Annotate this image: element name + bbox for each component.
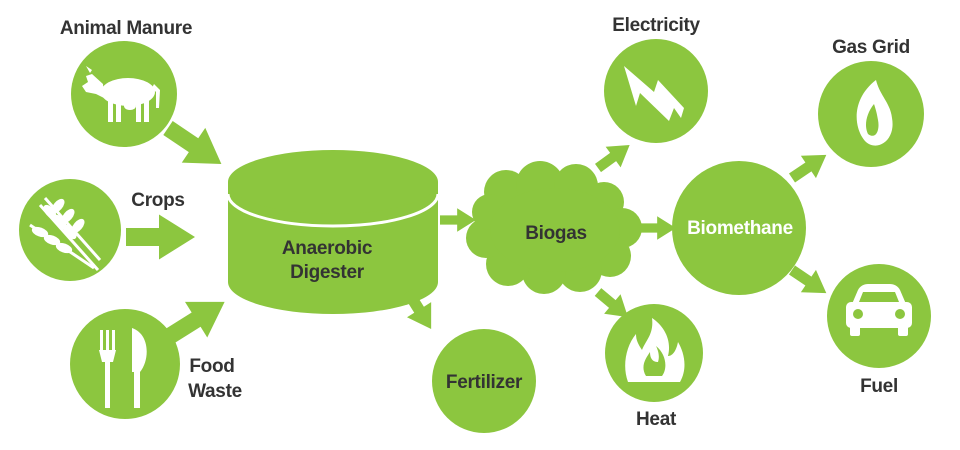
fertilizer-node [432,329,536,433]
fertilizer-label: Fertilizer [446,372,523,393]
electricity-label: Electricity [612,15,700,36]
biomethane-label: Biomethane [687,218,793,239]
electricity-node [604,39,708,143]
crops-label: Crops [131,190,184,211]
biogas-label: Biogas [525,223,587,244]
wheat-icon [29,197,102,271]
fork-knife-icon [99,328,147,408]
anaerobic-digester-node [226,150,440,314]
heat-label: Heat [636,409,677,430]
digester-label-line2: Digester [290,262,365,283]
digester-label-line1: Anaerobic [282,238,373,259]
lightning-bolt-icon [624,66,684,121]
gas-grid-node [818,61,924,167]
flame-icon [625,318,685,382]
food-waste-label-line1: Food [189,356,234,377]
fuel-node [827,264,931,368]
biomethane-to-gas-grid-arrow [784,143,834,190]
biogas-to-biomethane-arrow [640,216,676,240]
crops-arrow [126,214,195,260]
cow-icon [82,66,160,122]
biogas-to-electricity-arrow [590,134,638,179]
biogas-node [466,161,642,294]
heat-node [605,304,703,402]
gas-grid-label: Gas Grid [832,37,910,58]
animal-manure-label: Animal Manure [60,18,192,39]
animal-manure-node [71,41,177,147]
food-waste-label-line2: Waste [188,381,242,402]
food-waste-node [70,309,180,419]
fuel-label: Fuel [860,376,898,397]
crops-node [19,179,121,281]
biomethane-node [672,161,806,295]
